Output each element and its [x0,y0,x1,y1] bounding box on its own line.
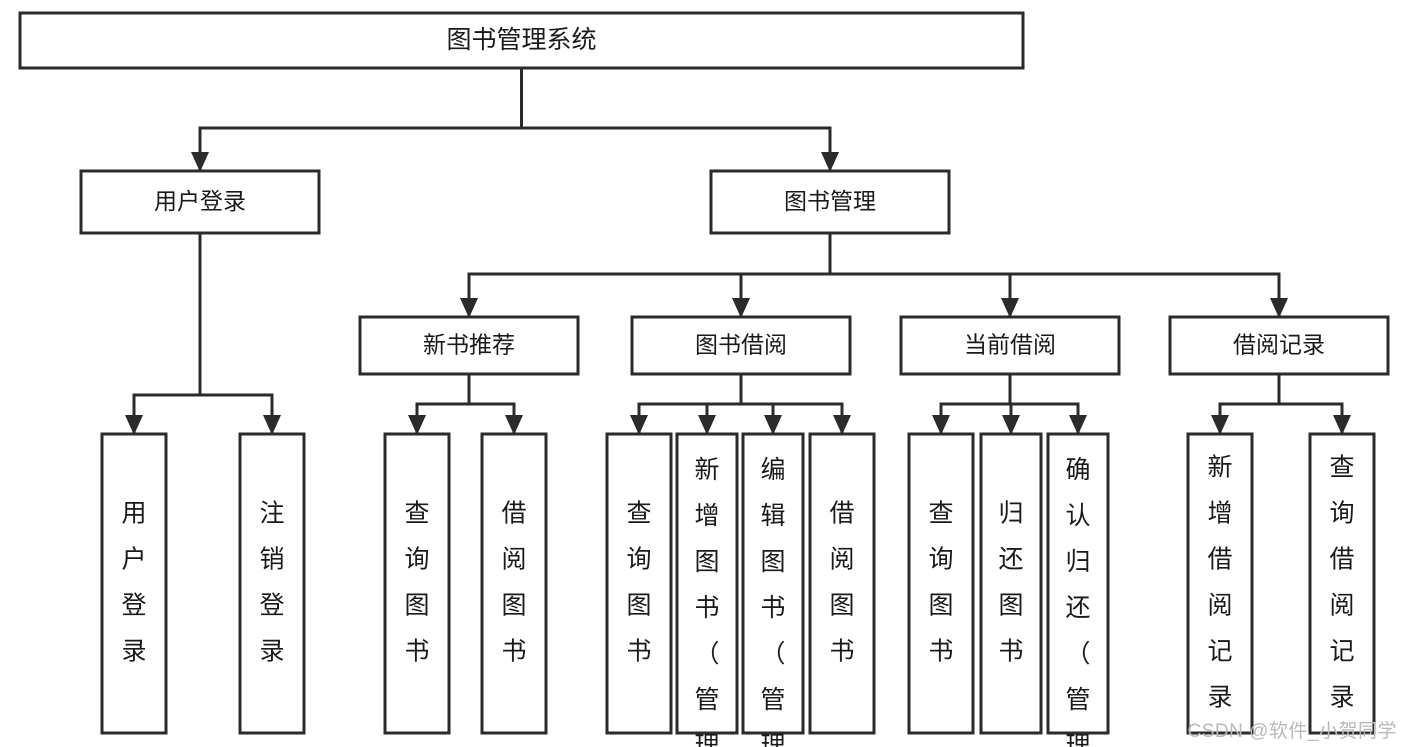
node-box-borrow-record [1168,315,1390,376]
node-box-add-book [675,432,739,735]
node-add-record[interactable]: 新增借阅记录 [1186,432,1254,735]
node-label-query-record: 查询借阅记录 [1329,453,1354,711]
node-label-borrow-book-1: 借阅图书 [501,499,526,665]
node-user-login-leaf[interactable]: 用户登录 [100,432,168,735]
node-label-return-book: 归还图书 [998,499,1023,665]
arrow-head-icon [1333,415,1351,435]
node-box-book-management [709,169,951,235]
node-box-return-book [979,432,1043,735]
node-label-add-book: 新增图书（管理员） [694,456,719,747]
node-q-book-1[interactable]: 查询图书 [383,432,451,735]
arrow-head-icon [698,415,716,435]
node-borrow-book-1[interactable]: 借阅图书 [480,432,548,735]
node-box-user-logout-leaf [238,432,306,735]
node-return-book[interactable]: 归还图书 [979,432,1043,735]
node-label-root: 图书管理系统 [446,26,596,54]
node-book-borrow[interactable]: 图书借阅 [630,315,852,376]
arrow-head-icon [1001,298,1019,318]
node-new-book-recommend[interactable]: 新书推荐 [358,315,580,376]
node-box-current-borrow [899,315,1121,376]
node-box-book-borrow [630,315,852,376]
arrow-head-icon [630,415,648,435]
node-label-q-book-1: 查询图书 [404,499,429,665]
node-box-q-book-2 [605,432,673,735]
node-box-query-record [1308,432,1376,735]
node-box-edit-book [741,432,805,735]
node-box-root [18,11,1025,70]
arrow-head-icon [1211,415,1229,435]
node-label-new-book-recommend: 新书推荐 [423,332,515,358]
node-box-user-login-leaf [100,432,168,735]
node-box-user-login [79,169,321,235]
node-box-q-book-1 [383,432,451,735]
arrow-head-icon [1002,415,1020,435]
node-q-book-2[interactable]: 查询图书 [605,432,673,735]
arrow-head-icon [125,415,143,435]
node-box-add-record [1186,432,1254,735]
arrow-head-icon [821,152,839,172]
node-add-book[interactable]: 新增图书（管理员） [675,432,739,747]
node-label-book-borrow: 图书借阅 [695,332,787,358]
node-label-current-borrow: 当前借阅 [964,332,1056,358]
node-label-book-management: 图书管理 [784,188,876,214]
node-label-q-book-2: 查询图书 [626,499,651,665]
arrow-head-icon [1069,415,1087,435]
node-layer: 图书管理系统用户登录图书管理新书推荐图书借阅当前借阅借阅记录用户登录注销登录查询… [18,11,1390,747]
node-label-edit-book: 编辑图书（管理员） [760,456,785,747]
node-borrow-book-2[interactable]: 借阅图书 [808,432,876,735]
arrow-head-icon [932,415,950,435]
arrow-head-icon [460,298,478,318]
node-label-user-login-leaf: 用户登录 [121,499,146,665]
arrow-head-icon [833,415,851,435]
node-q-book-3[interactable]: 查询图书 [907,432,975,735]
node-root[interactable]: 图书管理系统 [18,11,1025,70]
arrow-head-icon [408,415,426,435]
node-box-confirm-return [1046,432,1110,735]
node-label-borrow-book-2: 借阅图书 [829,499,854,665]
node-user-logout-leaf[interactable]: 注销登录 [238,432,306,735]
node-box-borrow-book-2 [808,432,876,735]
arrow-head-icon [732,298,750,318]
node-current-borrow[interactable]: 当前借阅 [899,315,1121,376]
node-box-new-book-recommend [358,315,580,376]
node-confirm-return[interactable]: 确认归还（管理员） [1046,432,1110,747]
node-box-q-book-3 [907,432,975,735]
node-label-user-login: 用户登录 [154,188,246,214]
csdn-watermark: CSDN @软件_小贺同学 [1187,721,1397,742]
arrow-head-icon [191,152,209,172]
node-label-confirm-return: 确认归还（管理员） [1065,456,1090,747]
node-box-borrow-book-1 [480,432,548,735]
node-user-login[interactable]: 用户登录 [79,169,321,235]
node-edit-book[interactable]: 编辑图书（管理员） [741,432,805,747]
arrow-head-icon [1270,298,1288,318]
arrow-head-icon [505,415,523,435]
arrow-head-icon [764,415,782,435]
node-query-record[interactable]: 查询借阅记录 [1308,432,1376,735]
node-label-user-logout-leaf: 注销登录 [259,499,284,665]
node-label-borrow-record: 借阅记录 [1233,332,1325,358]
node-book-management[interactable]: 图书管理 [709,169,951,235]
node-borrow-record[interactable]: 借阅记录 [1168,315,1390,376]
connector-layer [125,66,1351,435]
node-label-q-book-3: 查询图书 [928,499,953,665]
node-label-add-record: 新增借阅记录 [1207,453,1232,711]
arrow-head-icon [263,415,281,435]
